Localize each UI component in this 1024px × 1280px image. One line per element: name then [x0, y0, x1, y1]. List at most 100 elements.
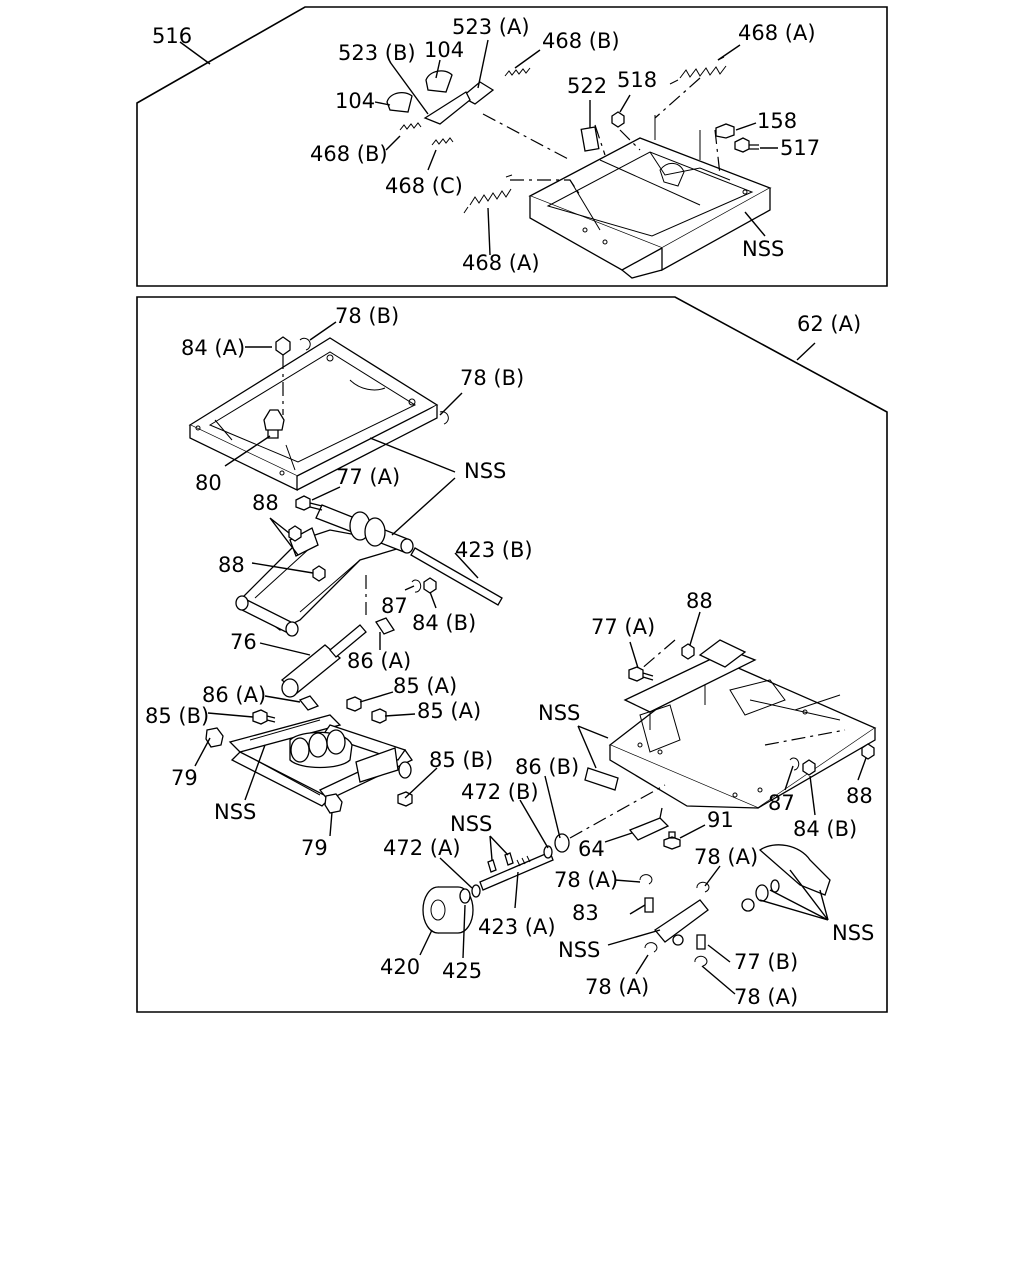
callout-nss-base: NSS	[538, 701, 580, 725]
callout-522: 522	[567, 74, 607, 98]
bushing-86b	[554, 833, 570, 853]
callout-78a-c: 78 (A)	[585, 975, 649, 999]
callout-84b-left: 84 (B)	[412, 611, 476, 635]
clip-78a-d	[694, 955, 708, 967]
callout-517: 517	[780, 136, 820, 160]
nut-84b-right	[802, 759, 816, 776]
pin-77b	[696, 934, 706, 950]
base-frame	[608, 639, 877, 809]
callout-nss-frame: NSS	[464, 459, 506, 483]
callout-77a-left: 77 (A)	[336, 465, 400, 489]
shaft-423a	[479, 851, 554, 891]
callout-86a-upper: 86 (A)	[347, 649, 411, 673]
bolt-85a-lower	[371, 708, 387, 724]
callout-423b: 423 (B)	[455, 538, 533, 562]
callout-468a-top: 468 (A)	[738, 21, 816, 45]
clip-78a-a	[639, 874, 653, 885]
washer-472b	[543, 845, 553, 859]
spring-468c	[431, 137, 454, 146]
upper-linkage	[235, 504, 414, 637]
bolt-158	[715, 123, 735, 139]
nut-88-right-top	[681, 643, 695, 660]
callout-87-left: 87	[381, 594, 408, 618]
nut-88-b	[312, 565, 326, 582]
clip-78b-top	[299, 337, 311, 351]
callout-85a-upper: 85 (A)	[393, 674, 457, 698]
callout-88-b: 88	[218, 553, 245, 577]
callout-78a-b: 78 (A)	[554, 868, 618, 892]
callout-85b-right: 85 (B)	[429, 748, 493, 772]
callout-77b: 77 (B)	[734, 950, 798, 974]
lever-523b	[423, 91, 471, 125]
callout-420: 420	[380, 955, 420, 979]
callout-88-a: 88	[252, 491, 279, 515]
callout-85b-left: 85 (B)	[145, 704, 209, 728]
callout-87-right: 87	[768, 791, 795, 815]
callout-158: 158	[757, 109, 797, 133]
callout-104-top: 104	[424, 38, 464, 62]
upper-assembly: 516	[136, 6, 888, 287]
spring-468b-left	[399, 122, 422, 131]
clip-78b-right	[439, 411, 449, 425]
callout-76: 76	[230, 630, 257, 654]
clip-78a-c	[644, 942, 658, 953]
callout-83: 83	[572, 901, 599, 925]
callout-468b-top: 468 (B)	[542, 29, 620, 53]
callout-78b-top: 78 (B)	[335, 304, 399, 328]
pin-86a-lower	[298, 695, 320, 711]
slide-rail-frame	[528, 115, 772, 279]
label-plate-522	[580, 126, 600, 152]
washer-472a	[471, 884, 481, 898]
callout-88-right-top: 88	[686, 589, 713, 613]
callout-79-bottom: 79	[301, 836, 328, 860]
nut-88-a	[288, 525, 302, 542]
upper-frame-border	[136, 6, 888, 287]
lower-frame-border	[136, 296, 888, 1013]
callout-84b-right: 84 (B)	[793, 817, 857, 841]
pin-86a-upper	[375, 617, 395, 635]
spring-468a-bottom	[463, 174, 513, 214]
bolt-80	[263, 409, 285, 439]
bolt-517	[734, 137, 759, 153]
bracket-64	[628, 807, 670, 841]
callout-423a: 423 (A)	[478, 915, 556, 939]
callout-472b: 472 (B)	[461, 780, 539, 804]
label-nss-strip	[584, 767, 619, 791]
callout-85a-lower: 85 (A)	[417, 699, 481, 723]
callout-nss-bottom: NSS	[558, 938, 600, 962]
washer-425	[459, 888, 471, 904]
callout-64: 64	[578, 837, 605, 861]
nut-88-right	[861, 743, 875, 760]
callout-468b-left: 468 (B)	[310, 142, 388, 166]
nut-84b-left	[423, 577, 437, 594]
callout-86a-lower: 86 (A)	[202, 683, 266, 707]
label-516: 516	[152, 24, 192, 48]
callout-80: 80	[195, 471, 222, 495]
bushing-79-left	[205, 727, 224, 748]
shaft-423b	[410, 547, 503, 606]
callout-77a-right: 77 (A)	[591, 615, 655, 639]
bolt-91	[663, 831, 681, 850]
bushing-79-bottom	[324, 793, 343, 814]
callout-104-left: 104	[335, 89, 375, 113]
nut-84a	[275, 336, 291, 356]
damper-76	[280, 624, 367, 698]
callout-78a-a: 78 (A)	[694, 845, 758, 869]
grip-104-top	[425, 70, 453, 93]
callout-88-right: 88	[846, 784, 873, 808]
callout-78b-right: 78 (B)	[460, 366, 524, 390]
callout-472a: 472 (A)	[383, 836, 461, 860]
clip-78a-b	[696, 881, 710, 893]
callout-425: 425	[442, 959, 482, 983]
seat-mounting-frame	[188, 337, 439, 492]
callout-nss-shaft: NSS	[450, 812, 492, 836]
callout-468c: 468 (C)	[385, 174, 463, 198]
callout-523b: 523 (B)	[338, 41, 416, 65]
pin-nss-shaft-a	[487, 859, 497, 873]
bolt-85b-left	[252, 709, 276, 725]
lower-assembly: 62 (A)	[136, 296, 888, 1013]
callout-nss-scissor: NSS	[214, 800, 256, 824]
callout-91: 91	[707, 808, 734, 832]
lever-assembly	[654, 844, 831, 946]
